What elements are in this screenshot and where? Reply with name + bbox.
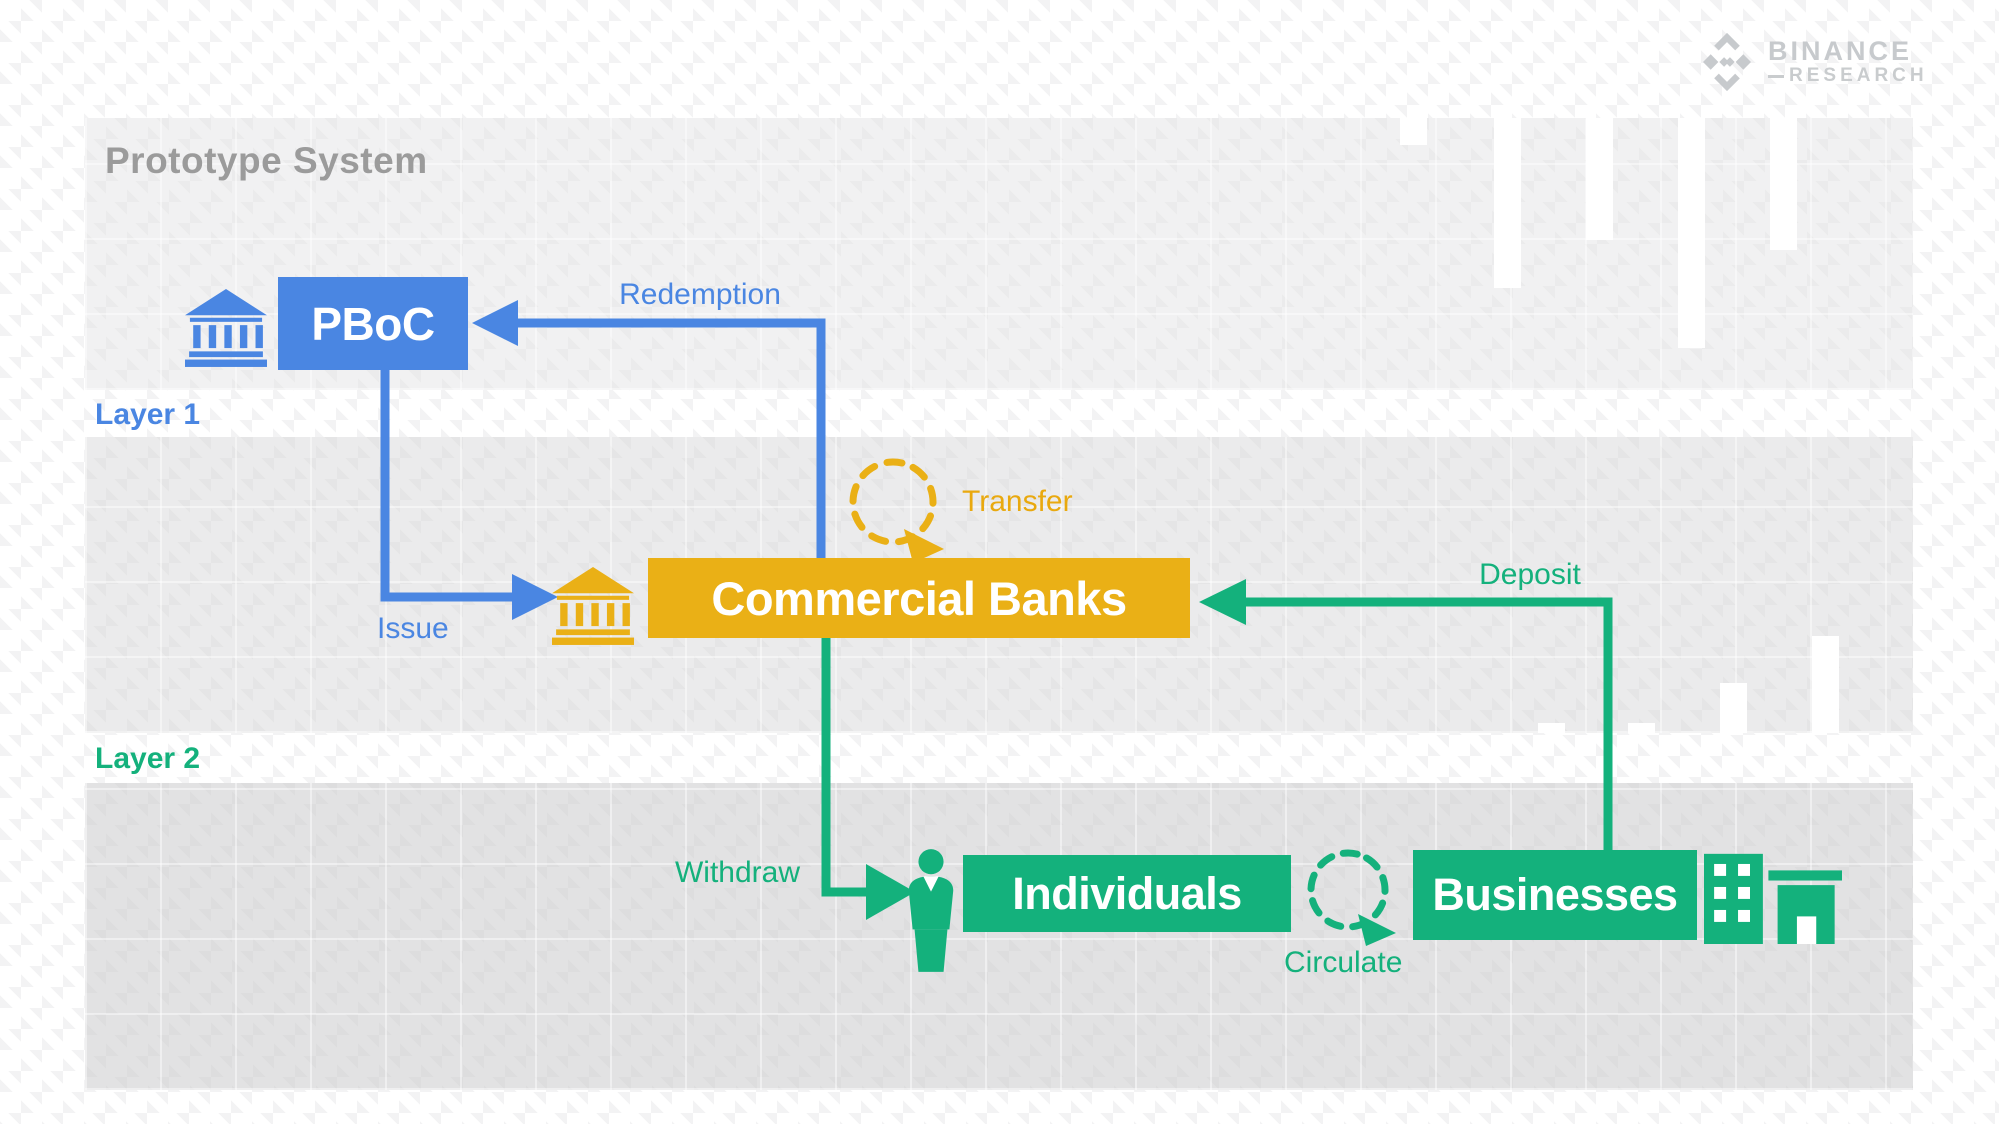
background-bar <box>1538 723 1565 733</box>
withdraw-flow-label: Withdraw <box>674 856 800 889</box>
binance-diamond-icon <box>1702 33 1752 91</box>
pboc-bank-icon <box>185 289 267 367</box>
businesses-building-icon <box>1704 853 1842 944</box>
background-bar <box>1586 118 1613 240</box>
background-bar <box>1720 683 1747 733</box>
commercial-banks-bank-icon <box>552 567 634 645</box>
businesses-node: Businesses <box>1413 850 1697 940</box>
background-bar <box>1812 636 1839 733</box>
individuals-node: Individuals <box>963 855 1291 932</box>
commercial-banks-label: Commercial Banks <box>711 571 1127 625</box>
businesses-label: Businesses <box>1432 869 1678 920</box>
logo-dash <box>1768 74 1784 78</box>
commercial-banks-node: Commercial Banks <box>648 558 1190 638</box>
individuals-label: Individuals <box>1012 867 1242 919</box>
background-bar <box>1770 118 1797 250</box>
transfer-flow-label: Transfer <box>962 485 1073 518</box>
redemption-flow-label: Redemption <box>619 278 781 311</box>
issue-flow-label: Issue <box>377 612 449 645</box>
background-bar <box>1494 118 1521 288</box>
background-bar <box>1678 118 1705 348</box>
layer2-label: Layer 2 <box>95 742 201 775</box>
background-bar <box>1628 723 1655 733</box>
circulate-flow-label: Circulate <box>1284 946 1403 979</box>
background-bar <box>1400 118 1427 145</box>
deposit-flow-label: Deposit <box>1479 558 1581 591</box>
binance-research-logo: BINANCE RESEARCH <box>1698 33 1928 91</box>
pboc-label: PBoC <box>311 297 435 350</box>
individuals-person-icon <box>908 849 954 972</box>
layer1-label: Layer 1 <box>95 398 201 431</box>
page-title: Prototype System <box>105 140 428 181</box>
pboc-node: PBoC <box>278 277 468 370</box>
logo-sub-text: RESEARCH <box>1789 64 1928 86</box>
logo-brand-text: BINANCE <box>1768 36 1913 67</box>
